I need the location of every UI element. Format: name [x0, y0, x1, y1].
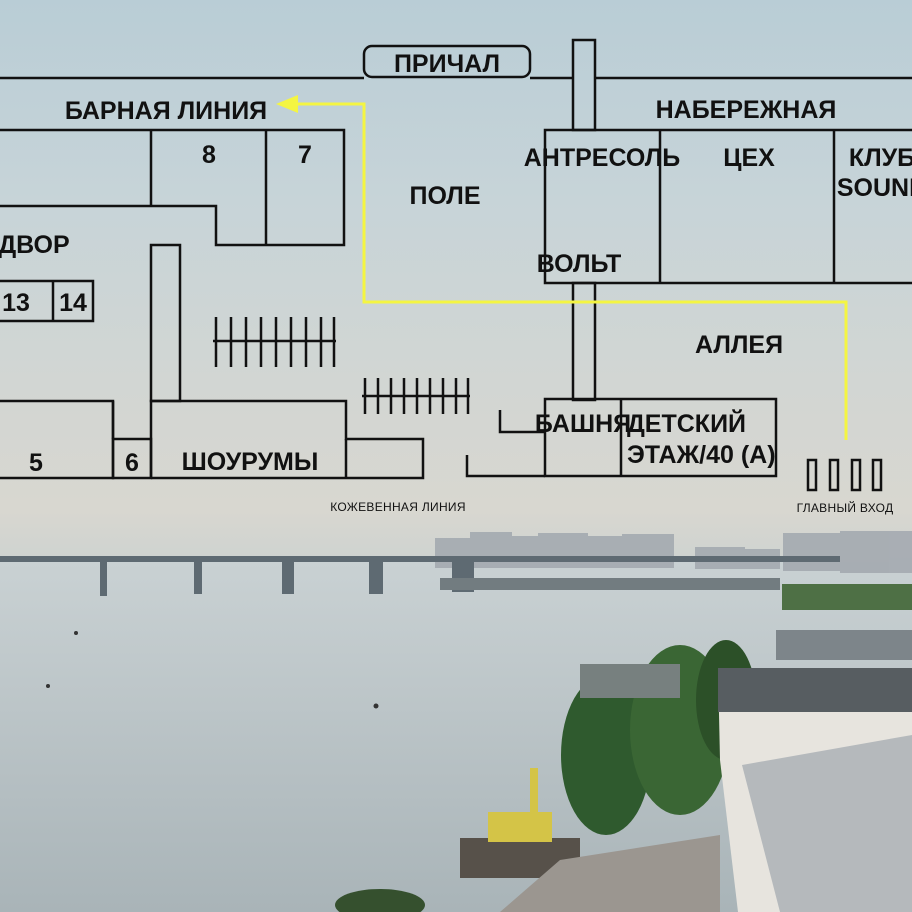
- entrance-doors: [806, 458, 883, 492]
- label-club-line-1: КЛУБ: [849, 144, 912, 172]
- label-kids-line-1: ДЕТСКИЙ: [627, 408, 746, 438]
- label-pier: ПРИЧАЛ: [394, 50, 500, 78]
- label-zone-14: 14: [59, 289, 87, 317]
- label-zone-7: 7: [298, 141, 312, 169]
- label-main-entrance: ГЛАВНЫЙ ВХОД: [797, 500, 894, 515]
- label-zone-8: 8: [202, 141, 216, 169]
- label-bar-line: БАРНАЯ ЛИНИЯ: [65, 97, 267, 125]
- label-mezzanine: АНТРЕСОЛЬ: [524, 144, 681, 172]
- map-labels: ПРИЧАЛ БАРНАЯ ЛИНИЯ НАБЕРЕЖНАЯ 8 7 ПОЛЕ …: [0, 50, 912, 515]
- label-field: ПОЛЕ: [409, 182, 480, 210]
- main-hall: [543, 128, 912, 285]
- label-zone-13: 13: [2, 289, 30, 317]
- route-path: [276, 95, 848, 440]
- floor-plan: [0, 38, 912, 492]
- label-alley: АЛЛЕЯ: [695, 331, 783, 359]
- photo-background: [0, 531, 912, 912]
- label-showrooms: ШОУРУМЫ: [182, 448, 319, 476]
- label-embankment: НАБЕРЕЖНАЯ: [656, 96, 837, 124]
- label-workshop: ЦЕХ: [723, 144, 775, 172]
- pier-block: [362, 44, 532, 79]
- column-top: [571, 38, 597, 132]
- label-club-line-2: SOUND: [837, 174, 912, 202]
- label-kids-line-2: ЭТАЖ/40 (А): [627, 441, 776, 469]
- label-zone-6: 6: [125, 449, 139, 477]
- route-arrow-icon: [276, 95, 298, 113]
- label-yard: ДВОР: [0, 231, 70, 259]
- label-zone-5: 5: [29, 449, 43, 477]
- label-leather-line: КОЖЕВЕННАЯ ЛИНИЯ: [330, 500, 466, 514]
- label-volt: ВОЛЬТ: [537, 250, 622, 278]
- label-tower: БАШНЯ: [535, 410, 631, 438]
